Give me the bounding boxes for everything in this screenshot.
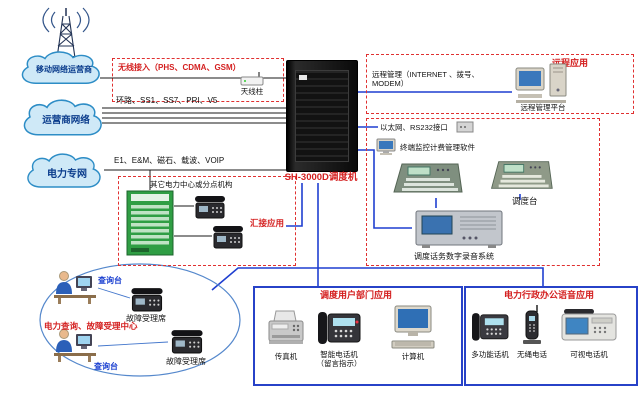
inquiry-desk-label: 查询台: [98, 276, 122, 285]
billing-software-icon: [376, 138, 396, 156]
fault-seat-phone-icon: [170, 328, 204, 355]
remote-workstation-icon: [514, 62, 572, 106]
remote-platform-label: 远程管理平台: [520, 103, 566, 112]
smart-phone-label: 智能电话机 （留言指示）: [316, 350, 362, 368]
cloud-power-label: 电力专网: [47, 168, 87, 180]
cloud-power-network: 电力专网: [20, 152, 114, 192]
cloud-mobile-label: 移动网络运营商: [36, 64, 92, 74]
cloud-carrier-network: 运营商网络: [16, 98, 116, 140]
operator-desk-icon: [52, 326, 98, 362]
e1-trunk-label: E1、E&M、磁石、载波、VOIP: [114, 156, 225, 165]
antenna-unit-label: 天线柱: [240, 87, 264, 96]
interface-label: 以太网、RS232接口: [380, 123, 448, 132]
rack-front-panel: [295, 70, 349, 162]
rack-indicator: [299, 75, 307, 80]
remote-mgmt-label: 远程管理（INTERNET 、拨号、 MODEM）: [372, 70, 479, 88]
fax-machine-icon: [266, 308, 306, 348]
multifunction-phone-icon: [470, 308, 510, 344]
multifunction-phone-label: 多功能话机: [471, 350, 509, 359]
tandem-title: 其它电力中心或分点机构: [150, 180, 233, 189]
fault-seat-label: 故障受理席: [166, 357, 206, 366]
tandem-zone: [118, 176, 296, 266]
smart-phone-icon: [316, 306, 362, 348]
remote-app-label: 远程应用: [552, 58, 589, 68]
fault-seat-phone-icon: [130, 286, 164, 313]
tandem-app-label: 汇接应用: [250, 218, 285, 228]
branch-phone-icon: [212, 224, 244, 250]
computer-label: 计算机: [401, 352, 425, 361]
cloud-mobile-network: 移动网络运营商: [14, 50, 114, 88]
dispatch-console-label: 调度台: [512, 196, 538, 206]
dispatch-console-icon: [390, 158, 464, 198]
operator-desk-icon: [52, 268, 98, 304]
wireless-access-label: 无线接入（PHS、CDMA、GSM）: [118, 63, 241, 72]
video-phone-label: 可视电话机: [570, 350, 608, 359]
office-box-title: 电力行政办公语音应用: [503, 290, 594, 300]
cordless-phone-icon: [520, 304, 544, 346]
rack-label: SH-3000D调度机: [284, 172, 358, 183]
inquiry-desk-label: 查询台: [94, 362, 118, 371]
monitoring-zone: [366, 118, 600, 266]
computer-icon: [388, 304, 438, 350]
wireless-access-zone: [112, 58, 284, 102]
branch-phone-icon: [194, 194, 226, 220]
cordless-phone-label: 无绳电话: [517, 350, 547, 359]
inquiry-center-title: 电力查询、故障受理中心: [44, 321, 138, 331]
recording-system-icon: [414, 208, 504, 250]
fault-seat-label: 故障受理席: [126, 314, 166, 323]
fax-label: 传真机: [274, 352, 298, 361]
dispatch-switch-rack-icon: [286, 60, 358, 172]
billing-software-label: 终端监控计费管理软件: [400, 143, 475, 152]
loop-trunk-label: 环路、SS1、SS7、PRI、V5: [116, 96, 218, 105]
cloud-carrier-label: 运营商网络: [42, 115, 90, 126]
recording-system-label: 调度话务数字录音系统: [414, 252, 494, 261]
interface-box-icon: [456, 120, 474, 133]
remote-zone: [366, 54, 634, 114]
antenna-unit-icon: [240, 71, 264, 86]
video-phone-icon: [560, 306, 618, 344]
dept-box-title: 调度用户部门应用: [319, 290, 392, 300]
pbx-cabinet-icon: [126, 190, 174, 256]
dispatch-console-icon: [488, 156, 554, 194]
